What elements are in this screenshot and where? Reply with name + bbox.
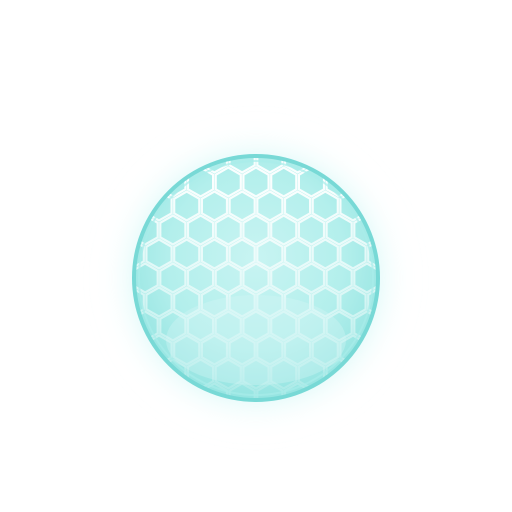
shield-rim-inner bbox=[138, 160, 374, 396]
hex-cell bbox=[173, 238, 201, 270]
hex-cell bbox=[325, 310, 353, 342]
hex-cell bbox=[228, 190, 256, 222]
hex-cell bbox=[256, 238, 284, 270]
hex-cell bbox=[159, 310, 187, 342]
hex-cell bbox=[173, 334, 201, 366]
hex-cell bbox=[242, 262, 270, 294]
hex-cell bbox=[242, 310, 270, 342]
hex-cell bbox=[214, 262, 242, 294]
hex-cell bbox=[270, 358, 298, 390]
hex-cell bbox=[173, 190, 201, 222]
hex-cell bbox=[270, 214, 298, 246]
hex-cell bbox=[159, 214, 187, 246]
hex-cell bbox=[339, 238, 367, 270]
hex-cell bbox=[311, 286, 339, 318]
hex-cell bbox=[283, 286, 312, 318]
hex-cell bbox=[214, 310, 242, 342]
hex-cell bbox=[135, 214, 159, 246]
hex-cell bbox=[256, 382, 284, 399]
hex-cell bbox=[325, 214, 353, 246]
shield-inner-highlight bbox=[166, 295, 346, 385]
hex-cell bbox=[145, 286, 173, 318]
hex-cell bbox=[353, 214, 377, 246]
hex-cell bbox=[214, 358, 242, 390]
hex-cell bbox=[283, 190, 312, 222]
hex-cell bbox=[367, 286, 377, 318]
hex-cell bbox=[339, 286, 367, 318]
hex-cell bbox=[186, 310, 215, 342]
hex-cell bbox=[270, 166, 298, 198]
hex-cell bbox=[270, 262, 298, 294]
hex-cell bbox=[186, 262, 215, 294]
hex-cell bbox=[283, 334, 312, 366]
shield-rim bbox=[132, 154, 380, 402]
hex-cell bbox=[242, 358, 270, 390]
hex-cell bbox=[242, 214, 270, 246]
hex-cell bbox=[135, 262, 159, 294]
hex-cell bbox=[228, 334, 256, 366]
hex-cell bbox=[256, 190, 284, 222]
hex-cell bbox=[214, 214, 242, 246]
hex-cell bbox=[297, 262, 326, 294]
hex-cell bbox=[200, 334, 229, 366]
hex-cell bbox=[145, 238, 173, 270]
hex-cell bbox=[200, 238, 229, 270]
hex-cell bbox=[256, 157, 284, 174]
hex-cell bbox=[270, 310, 298, 342]
hex-cell bbox=[135, 286, 145, 318]
hex-cell bbox=[283, 238, 312, 270]
hex-cell bbox=[200, 190, 229, 222]
hex-cell bbox=[228, 238, 256, 270]
hex-cell bbox=[228, 157, 256, 174]
hex-cell bbox=[353, 262, 377, 294]
hex-cell bbox=[159, 262, 187, 294]
hex-cell bbox=[256, 334, 284, 366]
hex-cell bbox=[200, 286, 229, 318]
hex-cell bbox=[173, 286, 201, 318]
hex-cell bbox=[228, 382, 256, 399]
hex-cell bbox=[214, 166, 242, 198]
hex-cell bbox=[325, 262, 353, 294]
hex-cell bbox=[297, 310, 326, 342]
hex-cell bbox=[297, 214, 326, 246]
hex-cell bbox=[283, 157, 312, 174]
hex-cell bbox=[256, 286, 284, 318]
hex-cell bbox=[311, 238, 339, 270]
hex-cell bbox=[242, 166, 270, 198]
hex-cell bbox=[228, 286, 256, 318]
hex-cell bbox=[186, 214, 215, 246]
hex-cell bbox=[311, 190, 339, 222]
hex-cell bbox=[311, 334, 339, 366]
hex-cell bbox=[200, 157, 229, 174]
